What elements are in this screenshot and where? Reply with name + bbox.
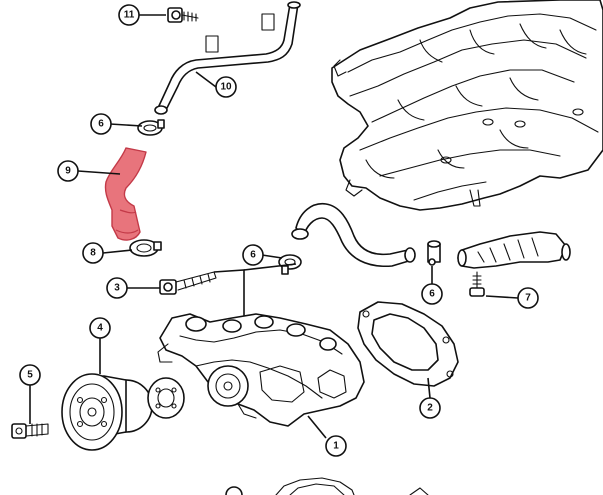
hose-clamp-right	[427, 240, 441, 266]
callout-11-label: 11	[124, 10, 135, 21]
hose-clamp-lower	[129, 239, 162, 257]
callout-5: 5	[19, 364, 41, 386]
callout-6-upper-label: 6	[98, 119, 104, 130]
bolt-11	[167, 7, 199, 23]
intake-manifold	[331, 0, 603, 211]
callout-10-label: 10	[220, 82, 232, 93]
callout-7: 7	[517, 287, 539, 309]
callout-6-upper: 6	[90, 113, 112, 135]
coolant-outlet-tube	[457, 231, 571, 269]
callout-10: 10	[215, 76, 237, 98]
callout-5-label: 5	[27, 370, 33, 381]
bolt-3	[159, 271, 217, 295]
water-pump	[157, 313, 365, 427]
callout-1: 1	[325, 435, 347, 457]
callout-2: 2	[419, 397, 441, 419]
callout-9-label: 9	[65, 166, 71, 177]
callout-4-label: 4	[97, 323, 103, 334]
callout-6-right: 6	[421, 283, 443, 305]
bottom-callout-partial	[225, 486, 429, 495]
callout-6-middle-label: 6	[250, 250, 256, 261]
bolt-leader-lines	[213, 263, 297, 316]
water-pump-gasket	[357, 301, 459, 387]
callout-6-middle: 6	[242, 244, 264, 266]
bottom-gasket-partial	[275, 477, 355, 495]
callout-2-label: 2	[427, 403, 433, 414]
bypass-tube	[154, 1, 301, 115]
callout-4: 4	[89, 317, 111, 339]
radiator-hose-highlighted	[104, 147, 147, 241]
bolt-5	[11, 423, 49, 439]
callout-3: 3	[106, 277, 128, 299]
pulley-hub	[147, 377, 185, 419]
callout-3-label: 3	[114, 283, 120, 294]
water-pump-pulley	[61, 373, 153, 451]
callout-11: 11	[118, 4, 140, 26]
callout-9: 9	[57, 160, 79, 182]
leader-lines	[29, 14, 519, 439]
callout-8-label: 8	[90, 248, 96, 259]
callout-8: 8	[82, 242, 104, 264]
callout-1-label: 1	[333, 441, 339, 452]
heater-hose	[291, 203, 416, 267]
callout-7-label: 7	[525, 293, 531, 304]
hose-clamp-upper	[137, 119, 165, 136]
callout-6-right-label: 6	[429, 289, 435, 300]
bolt-7	[469, 271, 485, 297]
